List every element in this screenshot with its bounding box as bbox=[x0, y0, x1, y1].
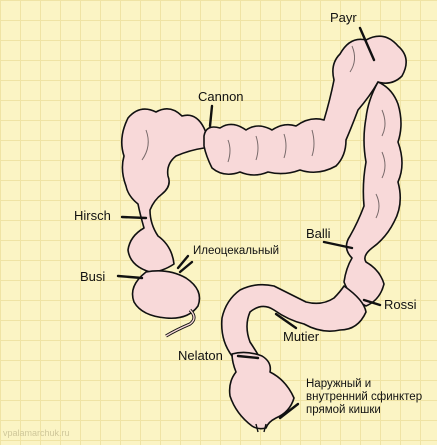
busi-leader bbox=[116, 274, 144, 280]
watermark: vpalamarchuk.ru bbox=[3, 428, 70, 438]
payr-leader bbox=[358, 26, 376, 62]
label-nelaton: Nelaton bbox=[178, 348, 223, 363]
label-balli: Balli bbox=[306, 226, 331, 241]
ascending-colon bbox=[120, 108, 208, 273]
label-sphincter: Наружный и внутренний сфинктер прямой ки… bbox=[306, 378, 423, 416]
sigmoid-colon bbox=[220, 283, 367, 364]
cannon-leader bbox=[208, 104, 214, 128]
hirsch-leader bbox=[120, 215, 148, 220]
label-hirsch: Hirsch bbox=[74, 208, 111, 223]
transverse-colon bbox=[203, 35, 407, 176]
label-busi: Busi bbox=[80, 269, 106, 284]
sphincter-leader bbox=[278, 402, 300, 420]
label-cannon: Cannon bbox=[198, 89, 244, 104]
rossi-leader bbox=[362, 298, 382, 307]
rectum bbox=[228, 351, 295, 430]
label-payr: Payr bbox=[330, 10, 357, 25]
balli-leader bbox=[322, 240, 354, 250]
ileocecal-leader bbox=[176, 254, 194, 274]
cecum bbox=[131, 270, 201, 320]
label-ileocecal: Илеоцекальный bbox=[193, 245, 280, 257]
label-mutier: Mutier bbox=[283, 329, 320, 344]
mutier-leader bbox=[274, 312, 298, 330]
descending-colon bbox=[343, 81, 403, 307]
label-rossi: Rossi bbox=[384, 297, 417, 312]
nelaton-leader bbox=[236, 354, 260, 360]
